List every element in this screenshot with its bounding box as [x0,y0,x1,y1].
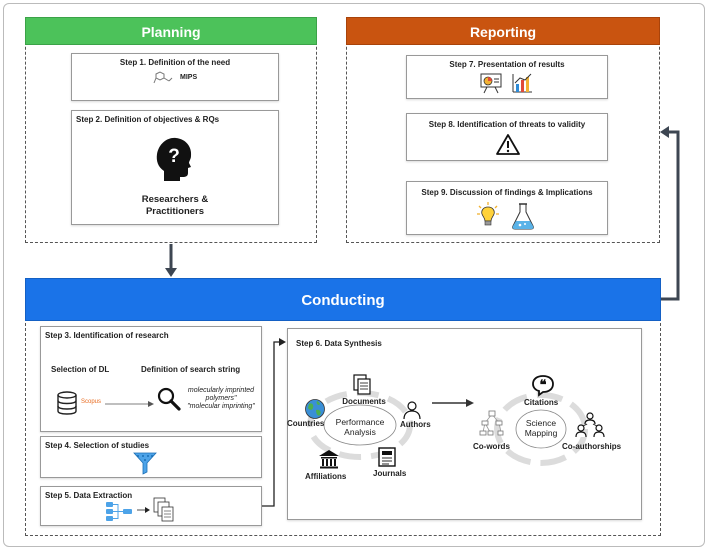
step6-title: Step 6. Data Synthesis [296,339,382,348]
node-cowords: Co-words [473,442,510,451]
step3-search-label: Definition of search string [141,365,241,374]
step1-box: Step 1. Definition of the need MIPS [71,53,279,101]
node-citations: Citations [524,398,559,407]
people-network-icon [575,412,605,438]
conducting-header: Conducting [25,278,661,321]
magnifier-icon [157,387,181,411]
planning-header: Planning [25,17,317,45]
reporting-header: Reporting [346,17,660,45]
presentation-chart-icon [479,72,503,94]
step9-title: Step 9. Discussion of findings & Implica… [421,188,593,197]
node-documents: Documents [342,397,386,406]
step7-title: Step 7. Presentation of results [449,60,565,69]
lightbulb-icon [477,202,499,228]
arrow-performance-to-science [432,399,474,407]
science-label-line2: Mapping [524,428,558,438]
step1-label: MIPS [180,74,198,81]
node-countries: Countries [287,419,325,428]
step3-query-line1: molecularly imprinted [187,387,255,394]
step3-title: Step 3. Identification of research [45,331,169,340]
step3-dl-label: Selection of DL [51,365,110,374]
molecule-icon [152,70,174,86]
step2-label-line1: Researchers & [141,194,209,205]
step5-box: Step 5. Data Extraction [40,486,262,526]
node-journals: Journals [373,469,407,478]
science-ring [494,392,588,466]
step5-title: Step 5. Data Extraction [45,491,133,500]
step2-box: Step 2. Definition of objectives & RQs ?… [71,110,279,225]
step9-box: Step 9. Discussion of findings & Implica… [406,181,608,235]
step2-title: Step 2. Definition of objectives & RQs [76,115,220,124]
documents-icon [352,374,374,396]
science-label-line1: Science [525,418,557,428]
step3-query-line2: polymers" [205,395,237,402]
node-affiliations: Affiliations [305,472,347,481]
institution-icon [318,448,340,470]
step4-title: Step 4. Selection of studies [45,441,150,450]
performance-label-line2: Analysis [344,427,376,437]
step1-title: Step 1. Definition of the need [119,58,231,67]
author-icon [402,400,422,420]
funnel-icon [133,451,157,475]
warning-icon [496,133,520,155]
connector-step5-to-step6 [262,338,286,507]
arrow-extraction [137,507,150,513]
figure-frame [3,3,705,547]
step8-box: Step 8. Identification of threats to val… [406,113,608,161]
arrow-planning-to-conducting [165,244,177,277]
globe-icon [304,398,326,420]
step3-query-line3: "molecular imprinting" [187,403,255,410]
step3-box: Step 3. Identification of research Selec… [40,326,262,432]
journal-icon [377,447,397,467]
citation-icon: ❝ [531,374,555,397]
documents-stack-icon [153,497,175,523]
head-question-icon: ? [156,137,192,181]
svg-text:?: ? [168,146,180,167]
reporting-title: Reporting [469,24,537,40]
node-coauthorships: Co-authorships [562,442,622,451]
step7-box: Step 7. Presentation of results [406,55,608,99]
network-icon [479,410,504,436]
arrow-conducting-to-reporting [660,126,680,301]
step8-title: Step 8. Identification of threats to val… [428,120,586,129]
flask-icon [511,202,537,230]
database-icon [57,391,77,415]
conducting-title: Conducting [301,292,385,309]
performance-label-line1: Performance [335,417,385,427]
step4-box: Step 4. Selection of studies [40,436,262,478]
bar-chart-icon [511,72,533,94]
planning-title: Planning [141,24,201,40]
tree-icon [105,500,133,522]
svg-text:❝: ❝ [540,377,547,392]
node-authors: Authors [400,420,431,429]
step2-label-line2: Practitioners [145,206,205,217]
arrow-dl-to-search [105,401,154,407]
step3-scopus-label: Scopus [81,399,102,405]
